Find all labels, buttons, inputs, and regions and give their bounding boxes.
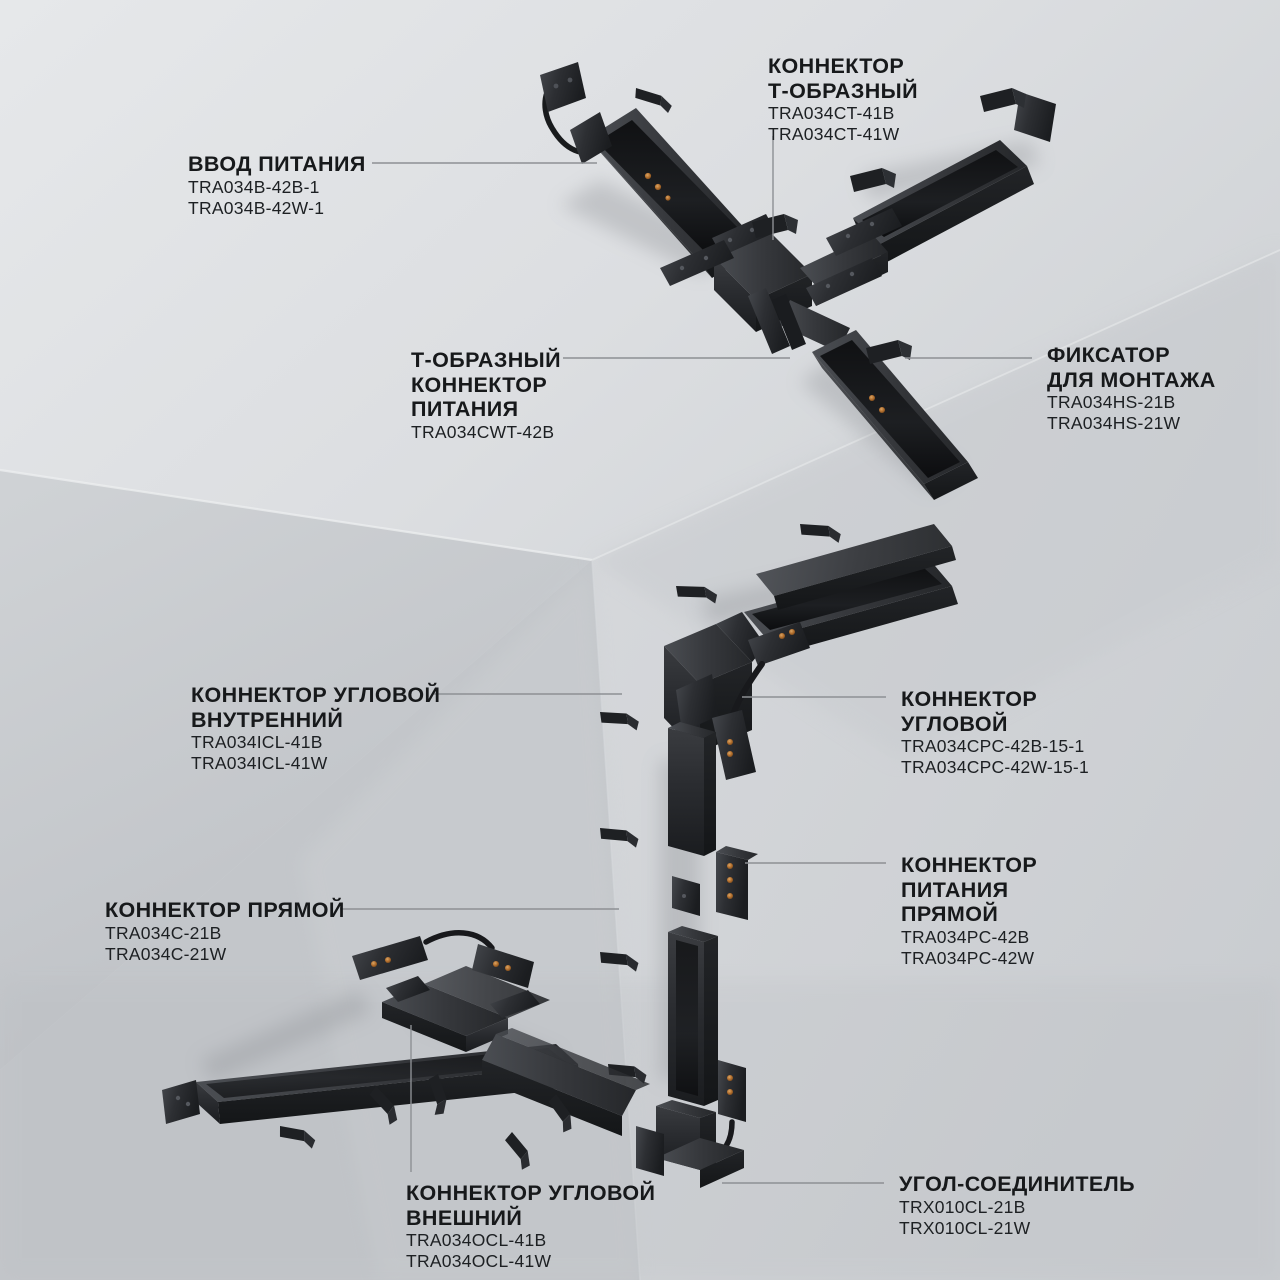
screw-fastener bbox=[600, 828, 639, 848]
screw-fastener bbox=[600, 952, 639, 972]
callout-sku-list: TRA034ICL-41B TRA034ICL-41W bbox=[191, 732, 328, 773]
callout-sku-list: TRA034CPC-42B-15-1 TRA034CPC-42W-15-1 bbox=[901, 736, 1089, 777]
screw-fastener bbox=[505, 1132, 530, 1170]
outer-corner-connector-assembly bbox=[279, 966, 650, 1170]
callout-title: КОННЕКТОР УГЛОВОЙ ВНЕШНИЙ bbox=[406, 1181, 656, 1230]
screw-fastener bbox=[635, 88, 672, 113]
callout-sku-list: TRA034PC-42B TRA034PC-42W bbox=[901, 926, 1035, 968]
screw-fastener bbox=[548, 1094, 572, 1133]
mid-diagonal-track bbox=[752, 88, 1026, 500]
callout-title: КОННЕКТОР Т-ОБРАЗНЫЙ bbox=[768, 54, 918, 103]
callout-title: ВВОД ПИТАНИЯ bbox=[188, 152, 366, 176]
callout-title: ФИКСАТОР ДЛЯ МОНТАЖА bbox=[1047, 343, 1216, 392]
leader-lines bbox=[340, 136, 1032, 1184]
screw-fastener bbox=[279, 1126, 316, 1149]
callout-title: КОННЕКТОР УГЛОВОЙ bbox=[901, 687, 1038, 736]
mounting-clip-part bbox=[866, 340, 912, 364]
callout-title: УГОЛ-СОЕДИНИТЕЛЬ bbox=[899, 1172, 1135, 1196]
callout-sku-list: TRA034C-21B TRA034C-21W bbox=[105, 922, 227, 964]
callout-sku-list: TRA034OCL-41B TRA034OCL-41W bbox=[406, 1230, 552, 1271]
callout-sku-list: TRA034B-42B-1 TRA034B-42W-1 bbox=[188, 176, 325, 218]
screw-fastener bbox=[369, 1086, 398, 1125]
vertical-track-stack bbox=[600, 722, 758, 1163]
callout-sku-list: TRA034CWT-42B bbox=[411, 421, 555, 442]
callout-sku-list: TRX010CL-21B TRX010CL-21W bbox=[899, 1196, 1031, 1238]
screw-fastener bbox=[676, 586, 718, 604]
mounting-clip-part bbox=[850, 168, 896, 192]
t-connector-junction bbox=[660, 208, 902, 354]
straight-power-connector-module bbox=[716, 852, 748, 920]
mounting-clip-part bbox=[980, 88, 1026, 112]
callout-title: КОННЕКТОР ПРЯМОЙ bbox=[105, 898, 345, 922]
callout-sku-list: TRA034HS-21B TRA034HS-21W bbox=[1047, 392, 1181, 433]
callout-sku-list: TRA034CT-41B TRA034CT-41W bbox=[768, 103, 900, 144]
corner-connector-assembly bbox=[600, 524, 958, 780]
callout-title: Т-ОБРАЗНЫЙ КОННЕКТОР ПИТАНИЯ bbox=[411, 348, 561, 421]
mounting-clip-part bbox=[752, 214, 798, 238]
callout-title: КОННЕКТОР УГЛОВОЙ ВНУТРЕННИЙ bbox=[191, 683, 441, 732]
corner-joiner-assembly bbox=[636, 1100, 744, 1188]
screw-fastener bbox=[800, 524, 841, 543]
callout-title: КОННЕКТОР ПИТАНИЯ ПРЯМОЙ bbox=[901, 853, 1038, 926]
screw-fastener bbox=[428, 1074, 447, 1115]
screw-fastener bbox=[600, 712, 639, 731]
